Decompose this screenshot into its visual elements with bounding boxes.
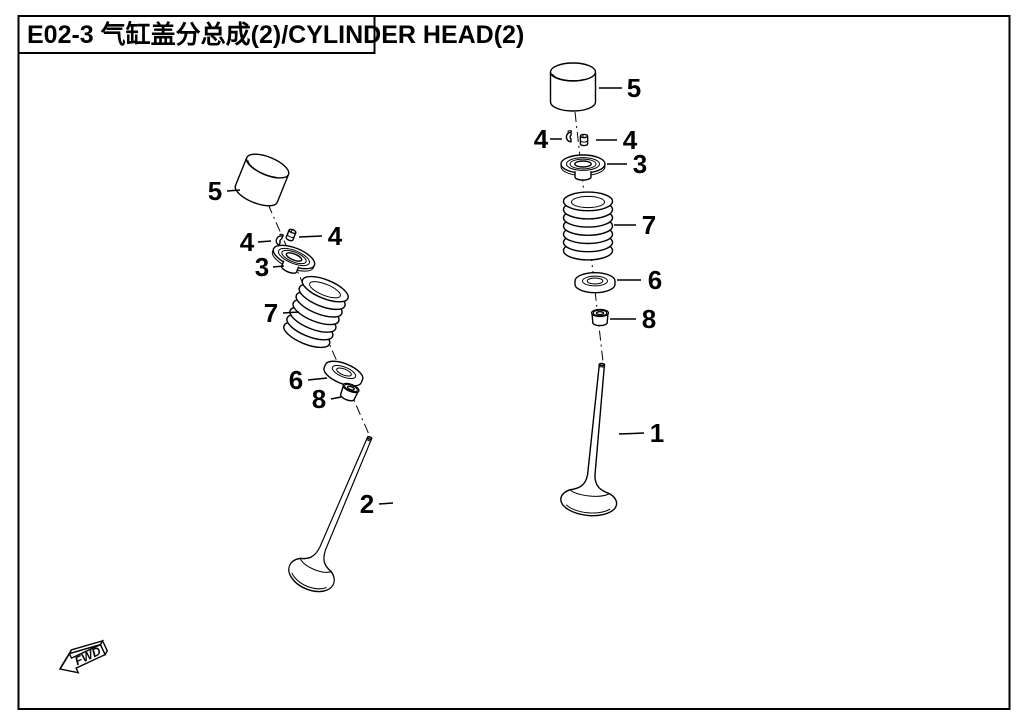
leader-line xyxy=(282,311,300,314)
callout-number: 6 xyxy=(648,265,662,295)
leader-line xyxy=(618,432,645,435)
callout-number: 4 xyxy=(623,125,638,155)
callout-number: 8 xyxy=(312,384,326,414)
callout-right-6: 6 xyxy=(617,265,662,295)
callout-number: 2 xyxy=(360,489,374,519)
callout-right-4-left: 4 xyxy=(534,124,562,154)
callout-left-3: 3 xyxy=(255,252,285,282)
leader-line xyxy=(226,189,241,192)
callout-number: 4 xyxy=(534,124,549,154)
tappet-part xyxy=(549,62,597,112)
page-title: E02-3 气缸盖分总成(2)/CYLINDER HEAD(2) xyxy=(27,20,524,49)
valve-cotter-part xyxy=(579,133,589,147)
spring-seat-part xyxy=(574,272,616,294)
callout-right-8: 8 xyxy=(610,304,656,334)
callout-right-3: 3 xyxy=(607,149,647,179)
callout-left-5: 5 xyxy=(208,176,241,206)
callout-number: 4 xyxy=(328,221,343,251)
callout-number: 8 xyxy=(642,304,656,334)
callout-number: 4 xyxy=(240,227,255,257)
title-block: E02-3 气缸盖分总成(2)/CYLINDER HEAD(2) xyxy=(17,15,524,54)
callout-left-8: 8 xyxy=(312,384,342,414)
drawing-border xyxy=(17,15,1011,710)
callout-right-7: 7 xyxy=(614,210,656,240)
leader-line xyxy=(257,240,272,243)
callout-left-6: 6 xyxy=(289,365,328,395)
title-box xyxy=(17,15,376,54)
callout-number: 3 xyxy=(255,252,269,282)
fwd-arrow-end-face xyxy=(99,639,109,657)
right-valve-assembly: 5 4 4 3 7 6 8 1 xyxy=(534,62,664,519)
stem-seal-part xyxy=(590,308,610,327)
valve-spring-part xyxy=(562,191,614,261)
callout-number: 3 xyxy=(633,149,647,179)
callout-number: 7 xyxy=(642,210,656,240)
callout-number: 5 xyxy=(627,73,641,103)
leader-line xyxy=(272,265,285,268)
left-valve-assembly: 5 4 4 3 7 6 8 2 xyxy=(208,148,394,599)
callout-left-4-right: 4 xyxy=(298,221,343,251)
callout-number: 5 xyxy=(208,176,222,206)
callout-number: 7 xyxy=(264,298,278,328)
callout-right-1: 1 xyxy=(618,418,664,448)
leader-line xyxy=(307,377,328,381)
callout-number: 1 xyxy=(650,418,664,448)
callout-left-7: 7 xyxy=(264,298,300,328)
leader-line xyxy=(330,396,342,400)
callout-left-4-left: 4 xyxy=(240,227,272,257)
leader-line xyxy=(298,235,323,238)
callout-right-4-right: 4 xyxy=(596,125,638,155)
leader-line xyxy=(378,502,394,505)
callout-left-2: 2 xyxy=(360,489,394,519)
callout-right-5: 5 xyxy=(599,73,641,103)
callout-number: 6 xyxy=(289,365,303,395)
